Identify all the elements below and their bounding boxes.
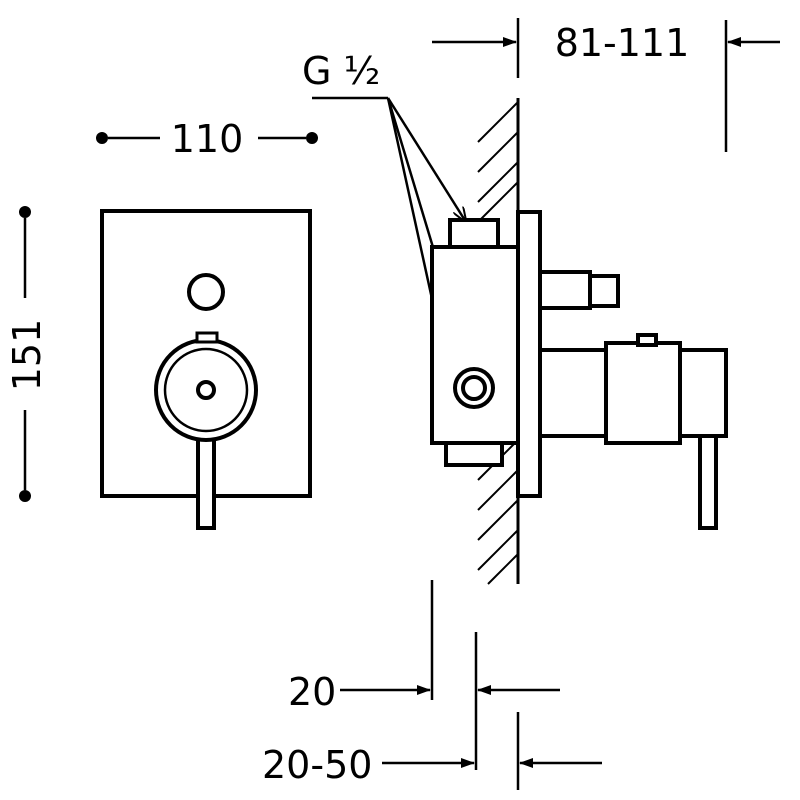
diverter-cap (588, 274, 620, 308)
plate-profile (516, 210, 542, 498)
wall-depth-label: 20 (288, 670, 336, 714)
width-dimension-label: 110 (171, 117, 244, 161)
projection-dimension: 81-111 (432, 18, 780, 152)
cartridge-cap (678, 348, 728, 438)
side-lever (698, 434, 718, 530)
diverter-stem (538, 270, 592, 310)
height-dimension: 151 (5, 206, 49, 502)
dial-center (196, 380, 216, 400)
front-view: 110 151 (5, 117, 318, 530)
diverter-knob (187, 273, 225, 311)
lever-handle (196, 430, 216, 530)
projection-dimension-label: 81-111 (555, 21, 690, 65)
thread-label: G ½ (302, 49, 380, 93)
valve-body (430, 245, 520, 445)
bottom-outlet (444, 441, 504, 467)
cartridge-housing (538, 348, 610, 438)
side-port-inner (461, 375, 487, 401)
cartridge-pin (636, 333, 658, 347)
top-inlet (448, 218, 500, 249)
recess-depth-dimension: 20-50 (262, 712, 602, 790)
wall-depth-dimension: 20 (288, 580, 560, 770)
width-dimension: 110 (96, 117, 318, 161)
cartridge-body (604, 341, 682, 445)
height-dimension-label: 151 (5, 319, 49, 392)
side-view: 81-111 G ½ (262, 18, 780, 790)
recess-depth-label: 20-50 (262, 743, 372, 787)
